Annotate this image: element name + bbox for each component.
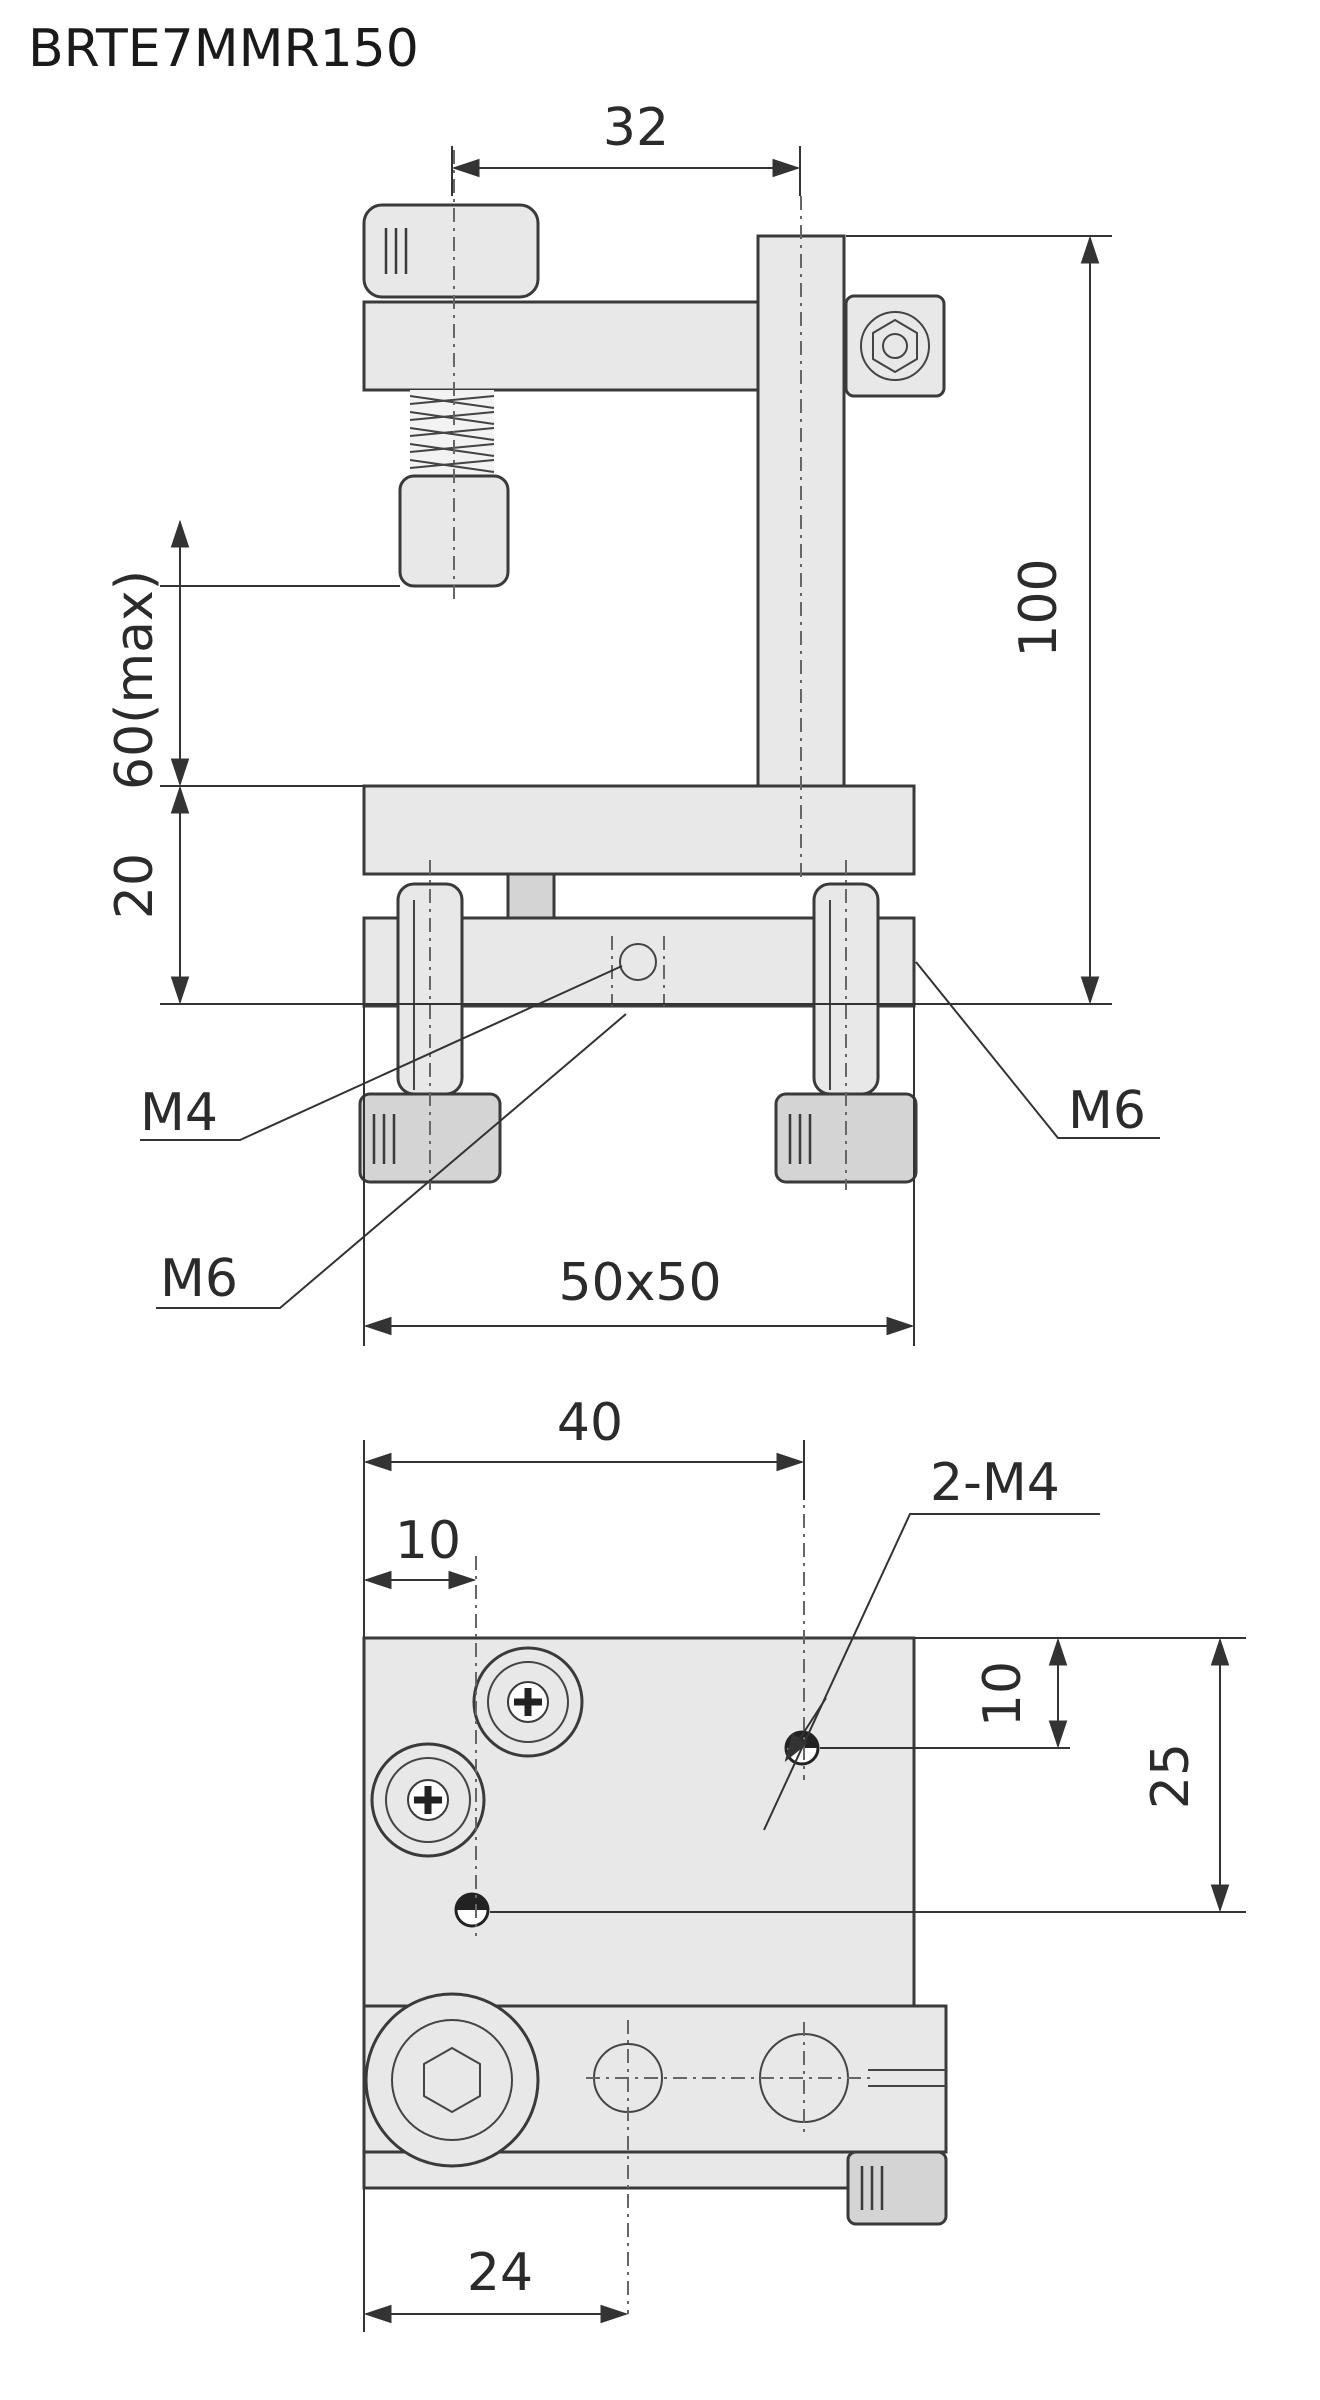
hex-socket-bolt-icon [364,1992,540,2168]
side-view: 32 100 60(max) 20 M4 M6 M6 50x50 [105,98,1160,1346]
dim-60max-label: 60(max) [105,570,165,790]
label-m6-right: M6 [1068,1081,1146,1141]
model-title: BRTE7MMR150 [28,19,419,79]
dim-32-label: 32 [603,98,669,158]
label-2-m4: 2-M4 [930,1453,1060,1513]
label-m4: M4 [140,1083,218,1143]
top-view: 40 10 2-M4 10 25 24 [362,1393,1246,2332]
locating-pin [506,872,556,920]
m4-hole [619,943,657,981]
dim-24-label: 24 [467,2243,533,2303]
dim-50x50-label: 50x50 [558,1253,721,1313]
top-knob [362,203,540,299]
dim-100-label: 100 [1009,558,1069,657]
phillips-screw-icon [370,1742,486,1858]
leader-2-m4 [763,1513,1100,1831]
top-clamp-screw [846,2150,948,2226]
base-plate [362,784,916,876]
dim-10-vertical-label: 10 [973,1661,1033,1727]
m4-hole-lower [454,1892,490,1928]
post-cap-screw [844,294,946,398]
clamp-arm [362,300,760,392]
leader-m6-right [915,961,1160,1139]
label-m6-left: M6 [160,1249,238,1309]
dim-40-label: 40 [557,1393,623,1453]
leader-m4 [140,965,623,1141]
phillips-screw-icon [472,1646,584,1758]
spring-icon [409,390,495,476]
leader-m6-left [156,1013,627,1309]
dim-25-label: 25 [1141,1743,1201,1809]
dim-10-horizontal-label: 10 [395,1511,461,1571]
dim-20-label: 20 [105,853,165,919]
